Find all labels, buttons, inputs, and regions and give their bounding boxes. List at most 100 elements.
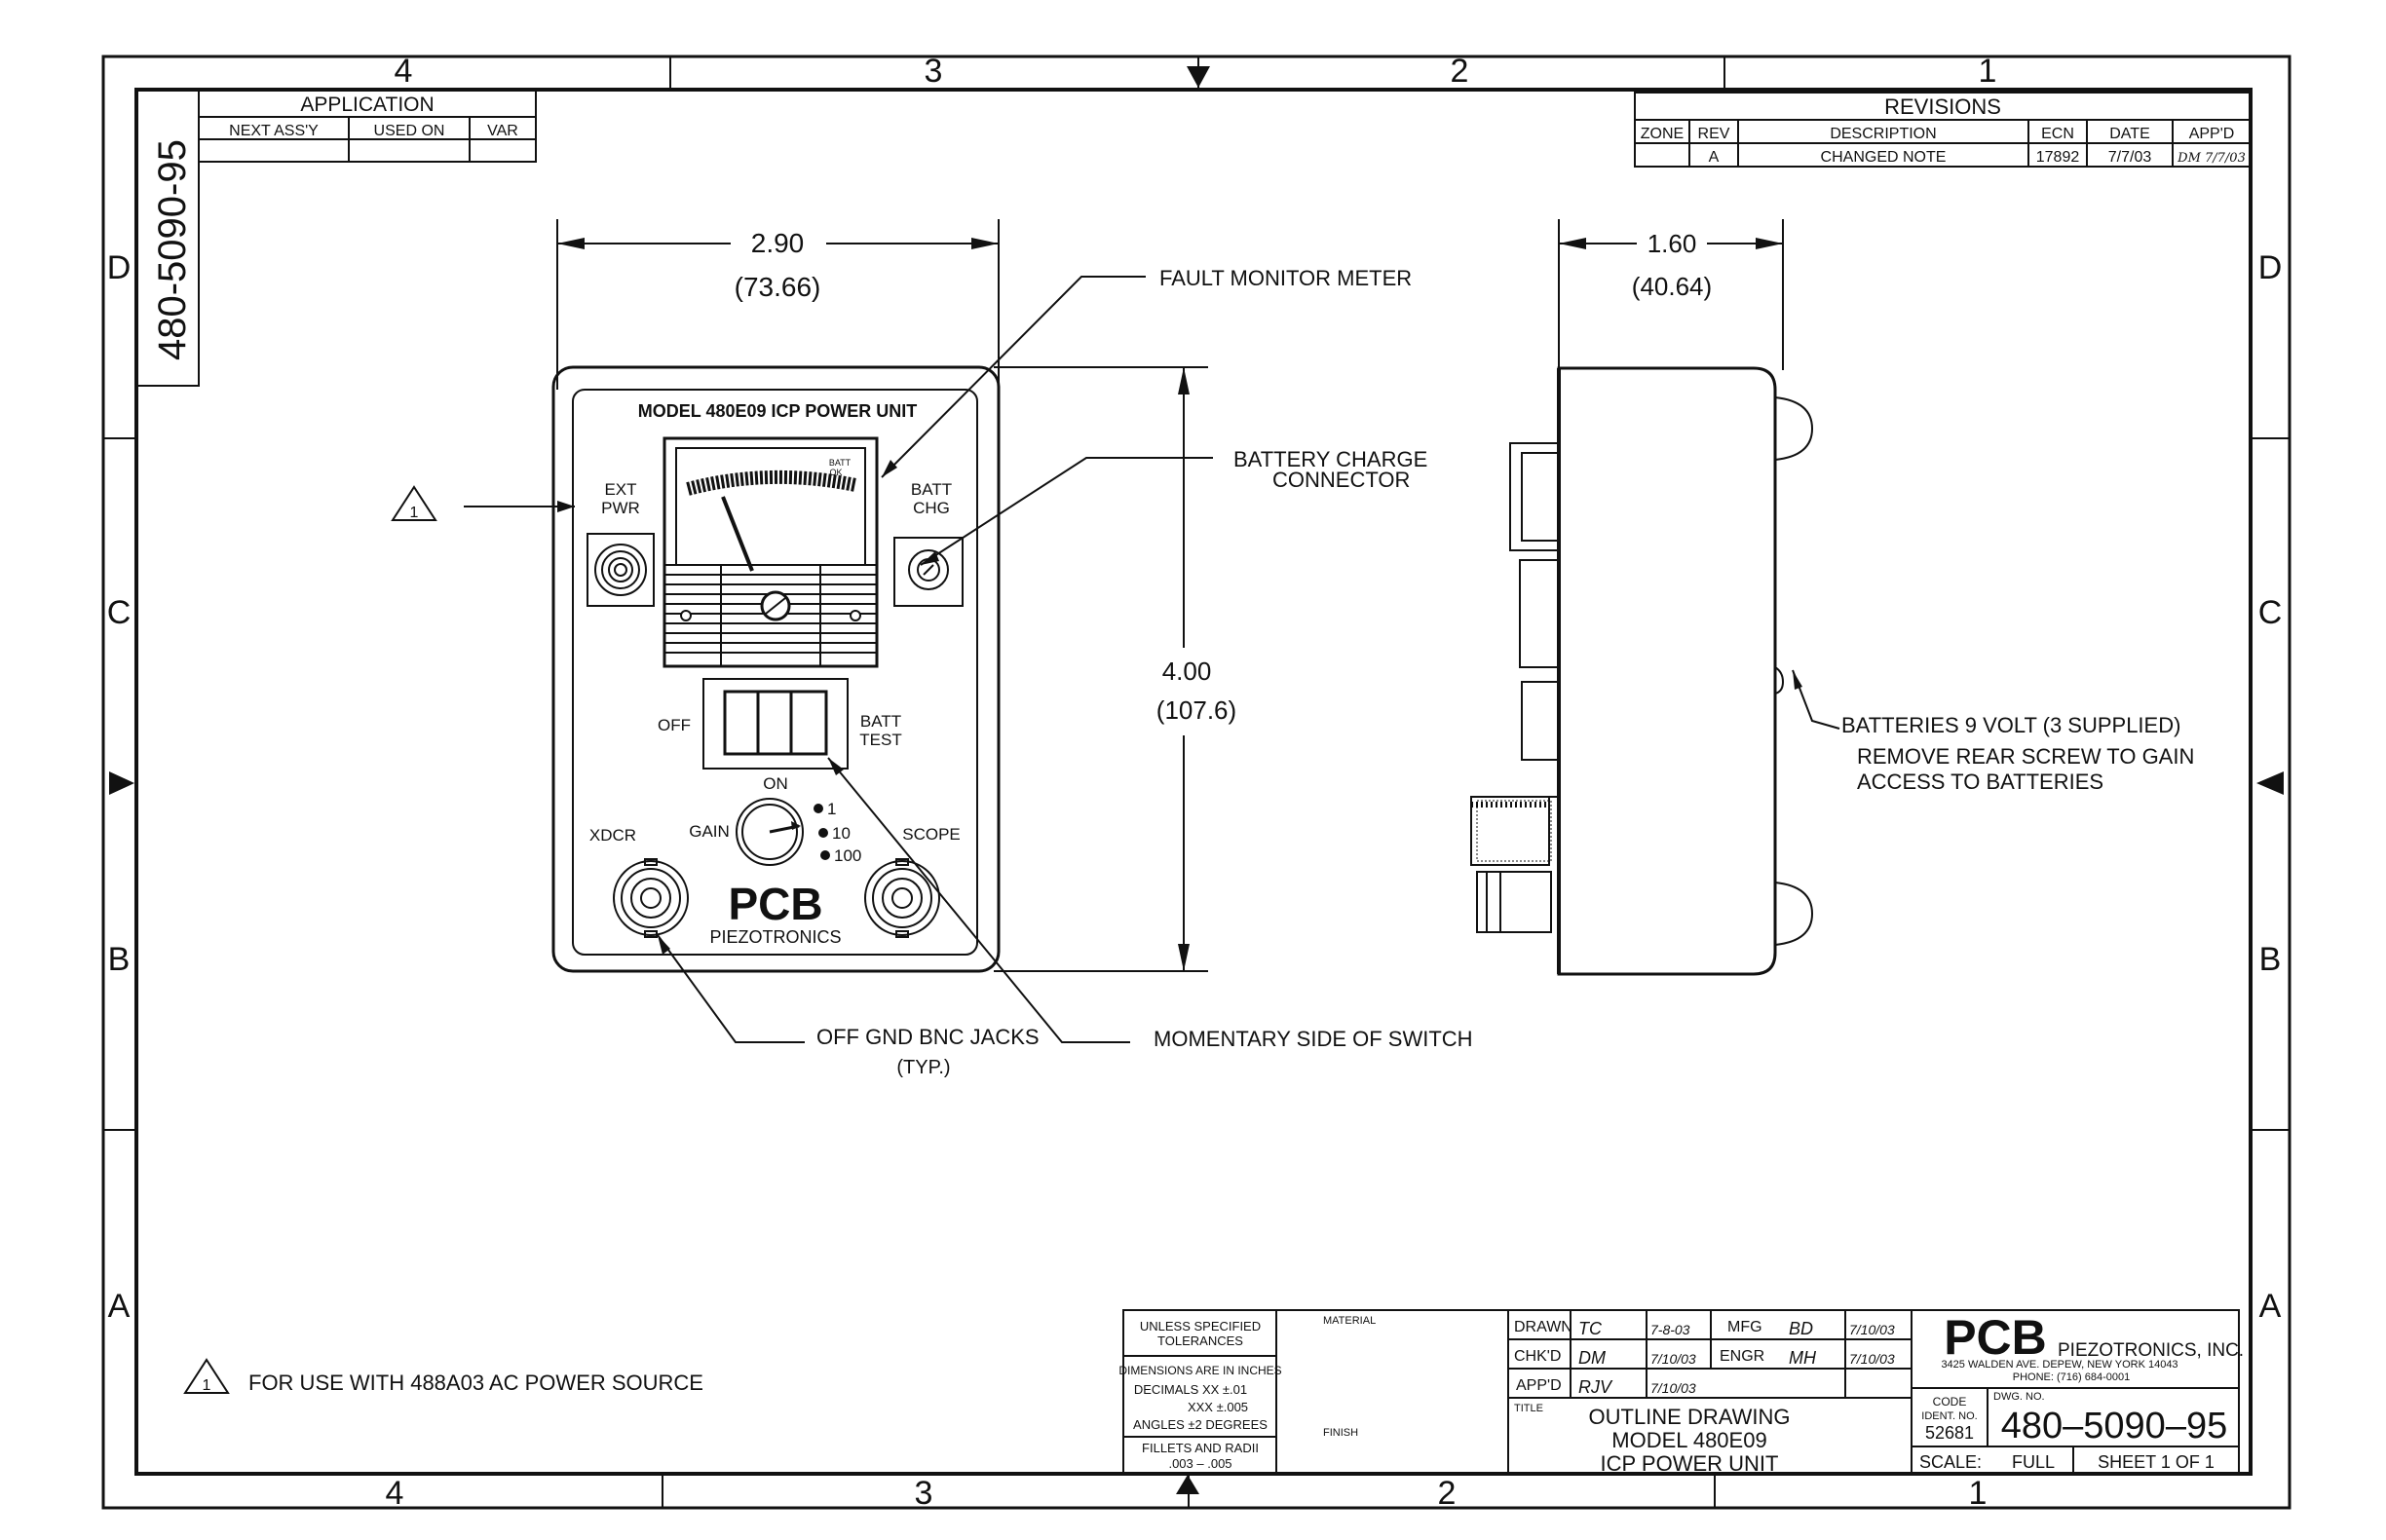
xdcr-bnc-jack <box>613 858 689 938</box>
model-label: MODEL 480E09 ICP POWER UNIT <box>638 401 917 421</box>
row-right-c: C <box>2258 594 2283 631</box>
title-line-2: MODEL 480E09 <box>1611 1428 1766 1452</box>
dwg-no-label: DWG. NO. <box>1993 1391 2045 1403</box>
pcb-logo: PCB <box>728 879 822 929</box>
scope-label: SCOPE <box>902 825 961 844</box>
rev-head-description: DESCRIPTION <box>1830 126 1936 142</box>
ext-pwr-jack <box>587 533 655 607</box>
zone-top-4: 4 <box>395 53 413 90</box>
chkd-by-signature: DM <box>1578 1348 1606 1368</box>
side-width-value: 1.60 <box>1647 229 1697 258</box>
side-view-housing <box>1509 366 1814 976</box>
center-arrow-bottom <box>1176 1475 1199 1494</box>
rev-head-rev: REV <box>1698 126 1730 142</box>
title-label: TITLE <box>1514 1403 1543 1414</box>
revisions-title: REVISIONS <box>1884 94 2001 119</box>
tol-decimals-1: DECIMALS XX ±.01 <box>1134 1382 1247 1397</box>
note-flag-number-2: 1 <box>203 1377 211 1394</box>
tol-title-1: UNLESS SPECIFIED <box>1140 1319 1261 1333</box>
callout-bnc-jacks-typ: (TYP.) <box>896 1057 950 1078</box>
dwg-number-vertical-box <box>135 89 200 387</box>
code-ident-number: 52681 <box>1925 1423 1974 1443</box>
appd-by-signature: RJV <box>1578 1377 1613 1397</box>
xdcr-label: XDCR <box>589 826 636 845</box>
ident-label: IDENT. NO. <box>1921 1410 1977 1422</box>
batt-test-label-1: BATT <box>860 712 901 731</box>
dwg-number: 480–5090–95 <box>2001 1406 2227 1446</box>
application-col-var: VAR <box>487 123 518 139</box>
engr-label: ENGR <box>1720 1348 1764 1365</box>
sheet-number: SHEET 1 OF 1 <box>2098 1452 2215 1472</box>
row-right-b: B <box>2259 941 2282 978</box>
drawn-by-signature: TC <box>1578 1319 1603 1338</box>
ext-pwr-label-1: EXT <box>604 480 636 499</box>
zone-top-2: 2 <box>1451 53 1469 90</box>
title-line-3: ICP POWER UNIT <box>1601 1451 1779 1476</box>
front-height-value: 4.00 <box>1162 657 1212 686</box>
rev-head-date: DATE <box>2109 126 2149 142</box>
batt-chg-connector <box>893 537 964 607</box>
tol-title-2: TOLERANCES <box>1157 1333 1243 1348</box>
company-address: 3425 WALDEN AVE. DEPEW, NEW YORK 14043 <box>1941 1359 2178 1371</box>
row-right-a: A <box>2259 1288 2282 1325</box>
application-col-next-assy: NEXT ASS'Y <box>229 123 319 139</box>
front-width-mm: (73.66) <box>735 272 821 302</box>
revisions-table <box>1634 92 2252 168</box>
mfg-date: 7/10/03 <box>1849 1322 1895 1337</box>
title-line-1: OUTLINE DRAWING <box>1589 1405 1791 1429</box>
front-width-dimension <box>556 219 1000 390</box>
zone-top-1: 1 <box>1979 53 1997 90</box>
center-arrow-top <box>1187 66 1210 88</box>
drawn-label: DRAWN <box>1514 1319 1572 1335</box>
rev-head-ecn: ECN <box>2041 126 2074 142</box>
rev-row-ecn: 17892 <box>2036 149 2080 166</box>
title-block-grid <box>1122 1309 2240 1475</box>
note-flag-number: 1 <box>410 505 419 521</box>
side-bnc-connector <box>1470 796 1559 933</box>
appd-date: 7/10/03 <box>1650 1380 1696 1396</box>
application-col-used-on: USED ON <box>374 123 445 139</box>
code-label: CODE <box>1933 1395 1967 1409</box>
zone-bottom-4: 4 <box>386 1475 404 1512</box>
callout-battery-charge-2: CONNECTOR <box>1272 468 1410 492</box>
rev-row-description: CHANGED NOTE <box>1821 149 1947 166</box>
tol-dimensions: DIMENSIONS ARE IN INCHES <box>1118 1364 1281 1377</box>
company-phone: PHONE: (716) 684-0001 <box>2013 1371 2130 1383</box>
dwg-number-vertical: 480-5090-95 <box>151 139 194 360</box>
outer-border <box>101 55 2291 1510</box>
center-arrow-right <box>2256 771 2284 795</box>
callout-batteries-2: REMOVE REAR SCREW TO GAIN <box>1857 744 2194 769</box>
rev-head-zone: ZONE <box>1641 126 1684 142</box>
batt-test-label-2: TEST <box>859 731 901 749</box>
row-right-d: D <box>2258 249 2283 286</box>
zone-bottom-3: 3 <box>915 1475 933 1512</box>
appd-label: APP'D <box>1516 1377 1562 1394</box>
scale-value: FULL <box>2012 1452 2055 1472</box>
tol-fillets-1: FILLETS AND RADII <box>1142 1441 1259 1455</box>
callout-batteries-1: BATTERIES 9 VOLT (3 SUPPLIED) <box>1841 713 2180 737</box>
note-text: FOR USE WITH 488A03 AC POWER SOURCE <box>248 1371 703 1395</box>
side-width-mm: (40.64) <box>1632 272 1712 301</box>
rev-row-date: 7/7/03 <box>2108 149 2152 166</box>
mfg-by-signature: BD <box>1789 1319 1813 1338</box>
callout-fault-monitor-meter: FAULT MONITOR METER <box>1159 266 1412 290</box>
front-height-dimension <box>994 366 1208 972</box>
ext-pwr-label-2: PWR <box>601 499 640 517</box>
drawn-date: 7-8-03 <box>1650 1322 1690 1337</box>
batt-chg-label-2: CHG <box>913 499 950 517</box>
batt-chg-label-1: BATT <box>911 480 952 499</box>
scale-label: SCALE: <box>1919 1452 1982 1472</box>
engr-by-signature: MH <box>1789 1348 1817 1368</box>
batt-test-switch <box>702 678 849 770</box>
gain-knob <box>736 798 830 866</box>
piezotronics-label: PIEZOTRONICS <box>709 927 841 947</box>
row-left-d: D <box>107 249 132 286</box>
callout-momentary-switch: MOMENTARY SIDE OF SWITCH <box>1154 1027 1473 1051</box>
application-table <box>198 89 537 163</box>
callout-batteries-3: ACCESS TO BATTERIES <box>1857 770 2103 794</box>
callout-leaders <box>464 276 1840 1043</box>
finish-label: FINISH <box>1323 1427 1358 1439</box>
chkd-label: CHK'D <box>1514 1348 1561 1365</box>
company-logo: PCB <box>1944 1310 2047 1365</box>
